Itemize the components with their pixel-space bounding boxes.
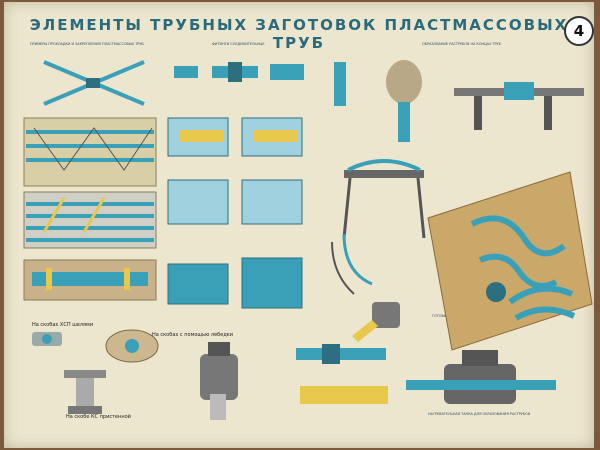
routing-wall-panel-2 bbox=[23, 191, 157, 249]
label-on-bracket: На скобе КС пристенной bbox=[66, 414, 131, 420]
heating-tank-drawing bbox=[406, 350, 556, 404]
bending-board bbox=[427, 171, 593, 351]
socket-forming-tool bbox=[454, 82, 584, 130]
bending-rod bbox=[331, 233, 373, 295]
routing-wall-panel-3 bbox=[23, 259, 157, 301]
bending-stand bbox=[342, 159, 426, 239]
joint-sections bbox=[167, 117, 303, 309]
wall-anchor-drawing bbox=[105, 329, 159, 363]
wall-bracket-drawing bbox=[64, 370, 106, 414]
socket-forming-hands bbox=[334, 60, 422, 142]
fittings-row bbox=[174, 62, 304, 82]
poster-number-badge: 4 bbox=[564, 16, 594, 46]
poster-illustrations bbox=[23, 60, 593, 420]
label-on-support: На скобах ХСП шелями bbox=[32, 322, 94, 328]
label-with-clamps: На скобах с помощью лебедки bbox=[152, 332, 234, 338]
heat-gun-drawing bbox=[352, 302, 400, 342]
bracket-clip-drawing bbox=[32, 332, 62, 346]
caption-routing: ПРИМЕРЫ ПРОКЛАДКИ И ЗАКРЕПЛЕНИЯ ПЛАСТМАС… bbox=[30, 42, 144, 46]
poster-title: ЭЛЕМЕНТЫ ТРУБНЫХ ЗАГОТОВОК ПЛАСТМАССОВЫХ… bbox=[29, 16, 569, 52]
bent-pipe-elements bbox=[508, 285, 576, 321]
heater-device-drawing bbox=[200, 342, 238, 420]
caption-heating: НАГРЕВАТЕЛЬНАЯ ТАНКА ДЛЯ ОБРАЗОВАНИЯ РАС… bbox=[428, 412, 531, 416]
poster: ЭЛЕМЕНТЫ ТРУБНЫХ ЗАГОТОВОК ПЛАСТМАССОВЫХ… bbox=[4, 2, 594, 448]
caption-socket-forming: ОБРАЗОВАНИЕ РАСТРУБОВ НА КОНЦАХ ТРУБ bbox=[422, 42, 501, 46]
routing-wall-panel-1 bbox=[23, 117, 157, 187]
routing-cross-diagram bbox=[43, 60, 145, 106]
caption-fittings: ФИТИНГИ СОЕДИНИТЕЛЬНЫЕ bbox=[212, 42, 265, 46]
pipe-with-sockets bbox=[296, 344, 388, 404]
